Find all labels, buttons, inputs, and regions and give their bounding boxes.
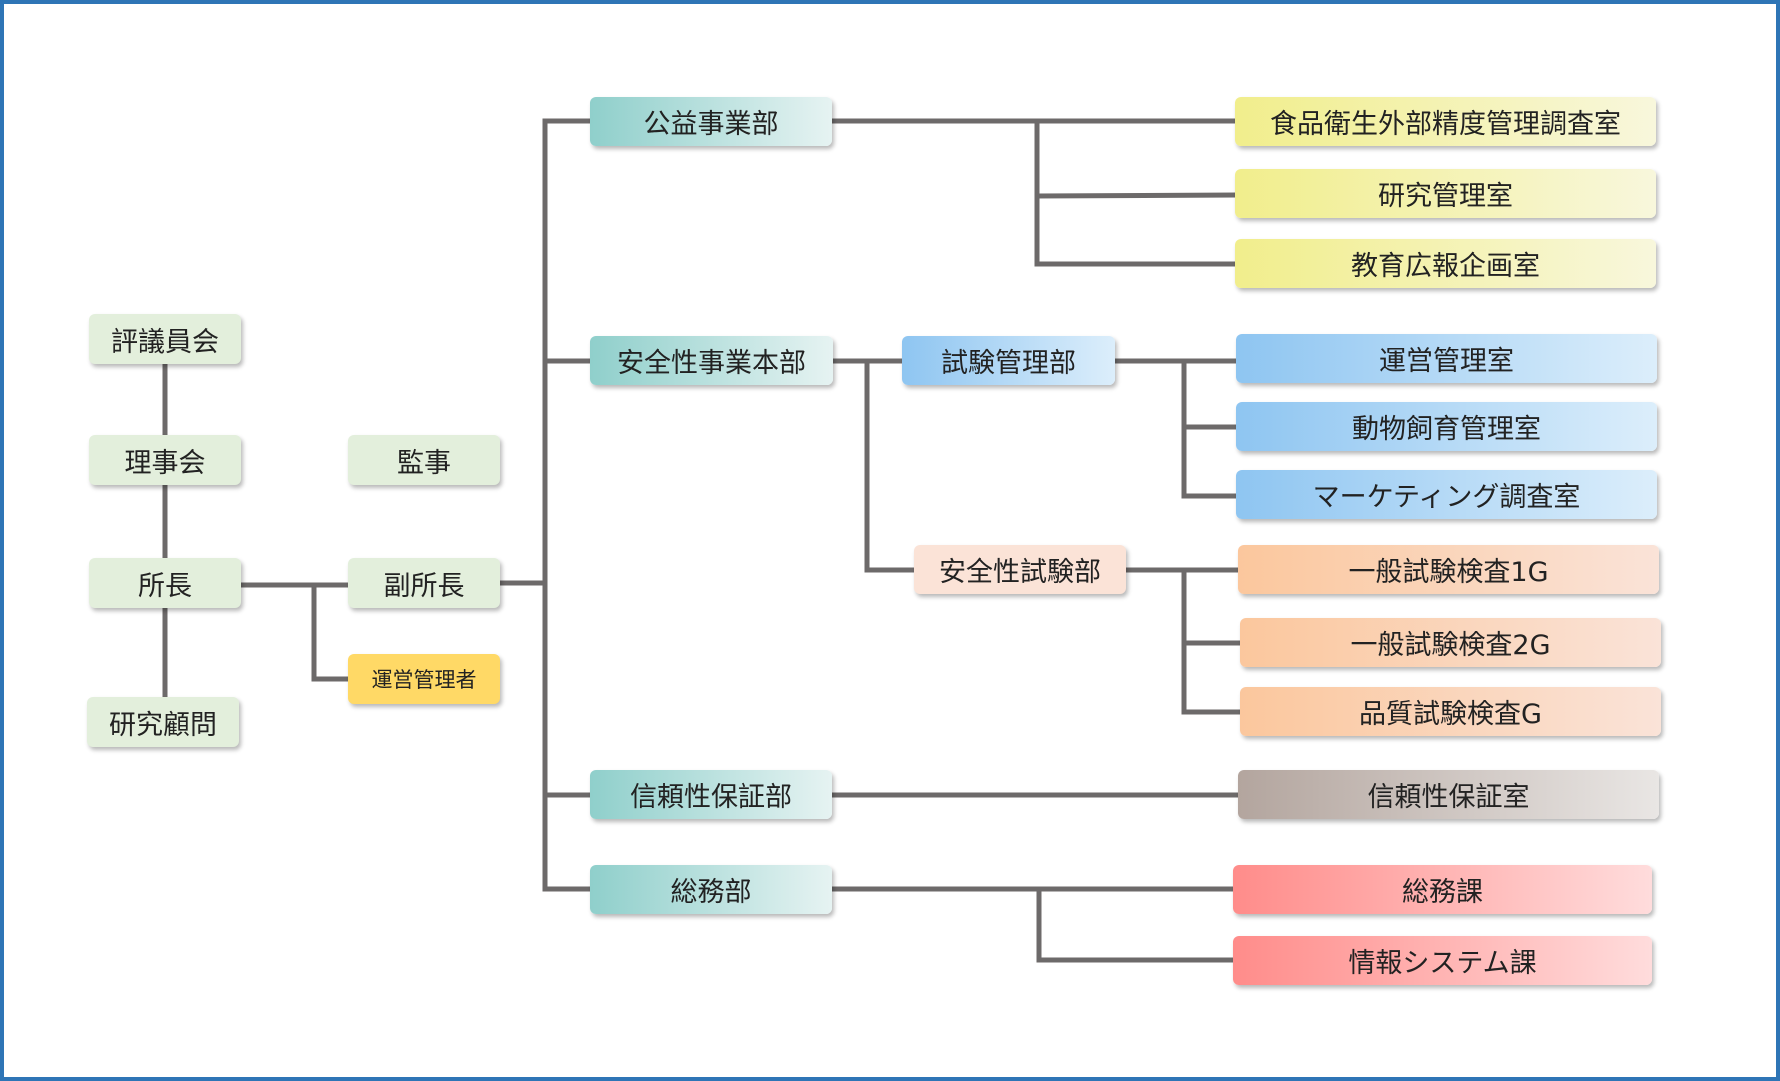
- node-hinshitsu-g: 品質試験検査G: [1240, 687, 1661, 736]
- node-shocho: 所長: [89, 558, 241, 608]
- node-somubu: 総務部: [590, 865, 832, 914]
- node-shokuhin-eisei: 食品衛生外部精度管理調査室: [1235, 97, 1656, 146]
- node-fukushocho: 副所長: [348, 558, 500, 608]
- node-shiken-kanribu: 試験管理部: [902, 336, 1115, 385]
- node-kenkyu-komon: 研究顧問: [87, 697, 239, 747]
- node-kyoiku-koho: 教育広報企画室: [1235, 239, 1656, 288]
- node-kanji: 監事: [348, 435, 500, 485]
- node-joho-system: 情報システム課: [1233, 936, 1652, 985]
- node-unei-kanrisha: 運営管理者: [348, 654, 500, 704]
- node-anzensei-shikenbu: 安全性試験部: [914, 545, 1126, 594]
- node-shinraisei-hoshoshitsu: 信頼性保証室: [1238, 770, 1659, 819]
- node-rijikai: 理事会: [89, 435, 241, 485]
- node-anzensei-jigyo-honbu: 安全性事業本部: [590, 336, 833, 385]
- node-giinkai: 評議員会: [89, 314, 241, 364]
- node-kenkyu-kanrishitsu: 研究管理室: [1235, 169, 1656, 218]
- node-somuka: 総務課: [1233, 865, 1652, 914]
- connector-kenkyu-kanri: [1034, 192, 1238, 199]
- node-ippan-1g: 一般試験検査1G: [1238, 545, 1659, 594]
- node-ippan-2g: 一般試験検査2G: [1240, 618, 1661, 667]
- node-unei-kanrishitsu: 運営管理室: [1236, 334, 1657, 383]
- node-marketing: マーケティング調査室: [1236, 470, 1657, 519]
- node-shinraisei-hoshobu: 信頼性保証部: [590, 770, 832, 819]
- node-koeki-jigyobu: 公益事業部: [590, 97, 832, 146]
- node-dobutsu-shiiku: 動物飼育管理室: [1236, 402, 1657, 451]
